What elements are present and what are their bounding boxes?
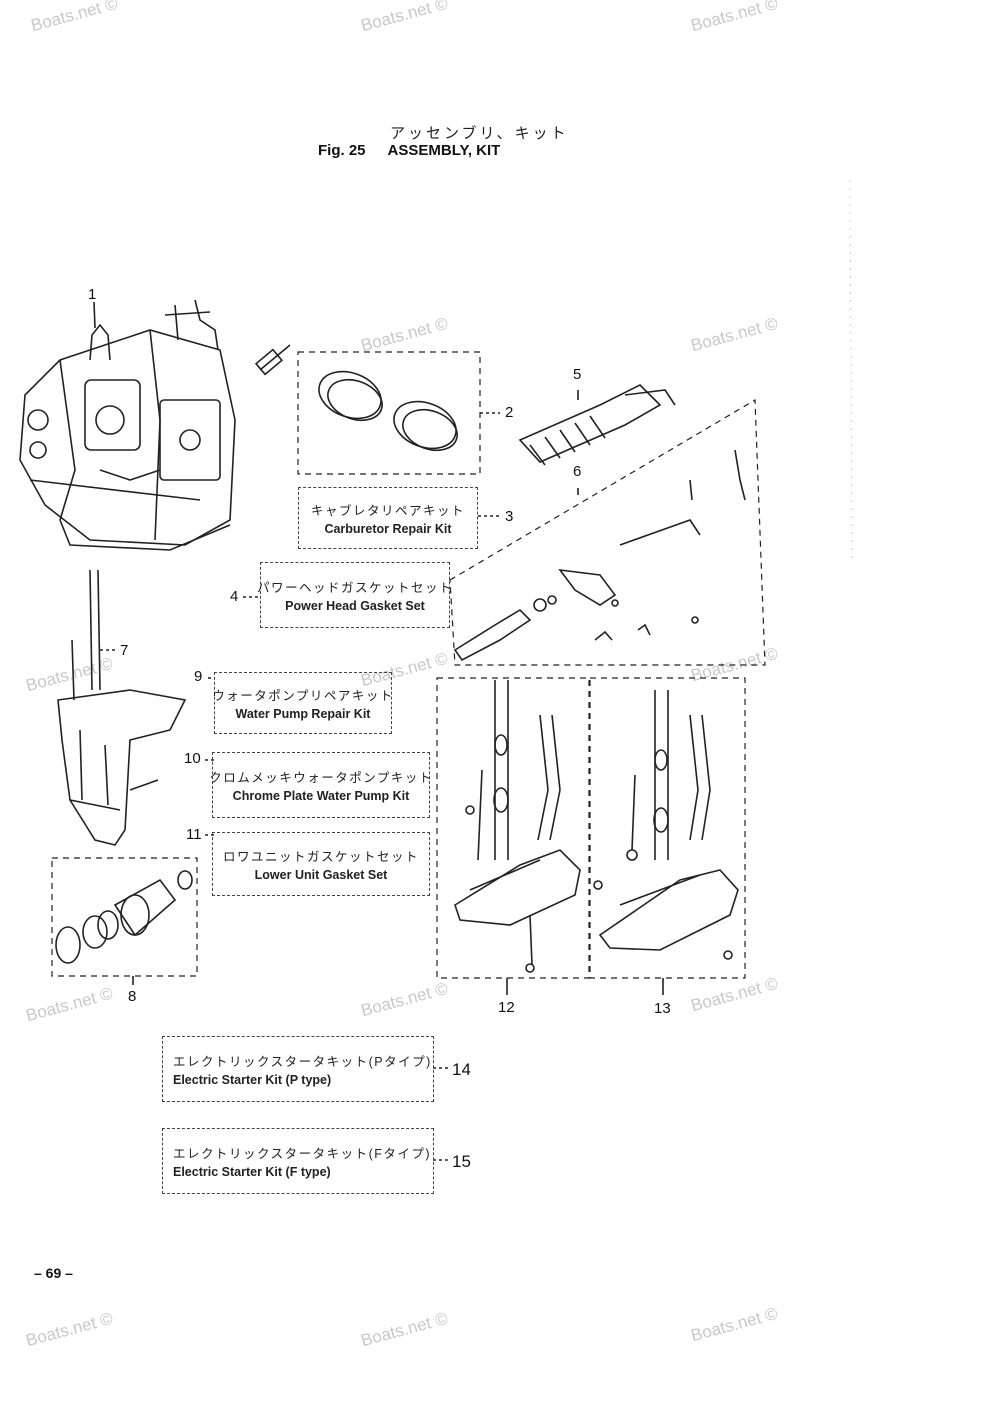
callout-8: 8 — [128, 988, 137, 1005]
kit-box-chrome-plate-water-pump: クロムメッキウォータポンプキット Chrome Plate Water Pump… — [209, 752, 433, 818]
figure-title-en: ASSEMBLY, KIT — [387, 142, 501, 159]
kit-name-jp: エレクトリックスタータキット(Pタイプ) — [173, 1055, 432, 1069]
lower-unit-drawing — [57, 569, 187, 846]
page-number: – 69 – — [34, 1265, 73, 1281]
kit-name-jp: クロムメッキウォータポンプキット — [209, 771, 433, 785]
drive-shaft-kit-a-drawing — [454, 680, 581, 973]
kit-name-jp: パワーヘッドガスケットセット — [257, 581, 454, 595]
figure-number: Fig. 25 — [318, 142, 366, 159]
tiller-grip-drawing — [518, 384, 676, 466]
kit-name-jp: ウォータポンプリペアキット — [212, 689, 394, 703]
callout-5: 5 — [573, 366, 582, 383]
callout-1: 1 — [88, 286, 97, 303]
figure-title-jp: アッセンブリ、キット — [390, 124, 569, 142]
callout-4: 4 — [230, 588, 239, 605]
kit-box-power-head-gasket: パワーヘッドガスケットセット Power Head Gasket Set — [257, 562, 454, 628]
power-head-drawing — [19, 299, 291, 551]
kit-name-jp: エレクトリックスタータキット(Fタイプ) — [173, 1147, 432, 1161]
callout-6: 6 — [573, 463, 582, 480]
linkage-kit-drawing — [453, 449, 746, 662]
kit-name-en: Water Pump Repair Kit — [235, 707, 371, 721]
kit-name-en: Electric Starter Kit (F type) — [173, 1165, 331, 1179]
kit-box-electric-starter-p: エレクトリックスタータキット(Pタイプ) Electric Starter Ki… — [162, 1036, 434, 1102]
callout-11: 11 — [186, 826, 202, 843]
callout-7: 7 — [120, 642, 129, 659]
callout-2: 2 — [505, 404, 514, 421]
kit-name-en: Carburetor Repair Kit — [324, 522, 452, 536]
kit-name-en: Power Head Gasket Set — [285, 599, 425, 613]
drive-shaft-kit-b-drawing — [593, 690, 739, 960]
kit-box-water-pump-repair: ウォータポンプリペアキット Water Pump Repair Kit — [212, 672, 394, 734]
kit-box-electric-starter-f: エレクトリックスタータキット(Fタイプ) Electric Starter Ki… — [162, 1128, 434, 1194]
water-pump-parts-drawing — [55, 870, 193, 964]
kit-box-carburetor-repair: キャブレタリペアキット Carburetor Repair Kit — [298, 487, 478, 549]
callout-12: 12 — [498, 999, 515, 1016]
kit-name-en: Lower Unit Gasket Set — [254, 868, 388, 882]
callout-10: 10 — [184, 750, 201, 767]
callout-13: 13 — [654, 1000, 671, 1017]
callout-3: 3 — [505, 508, 514, 525]
kit-box-lower-unit-gasket: ロワユニットガスケットセット Lower Unit Gasket Set — [212, 832, 430, 896]
piston-rings-drawing — [318, 370, 458, 452]
callout-15: 15 — [452, 1152, 471, 1171]
kit-name-en: Chrome Plate Water Pump Kit — [232, 789, 410, 803]
kit-name-jp: ロワユニットガスケットセット — [222, 850, 419, 864]
callout-14: 14 — [452, 1060, 471, 1079]
kit-name-en: Electric Starter Kit (P type) — [173, 1073, 332, 1087]
figure-title: Fig. 25 ASSEMBLY, KIT — [318, 142, 522, 159]
callout-9: 9 — [194, 668, 203, 685]
kit-name-jp: キャブレタリペアキット — [310, 504, 465, 518]
